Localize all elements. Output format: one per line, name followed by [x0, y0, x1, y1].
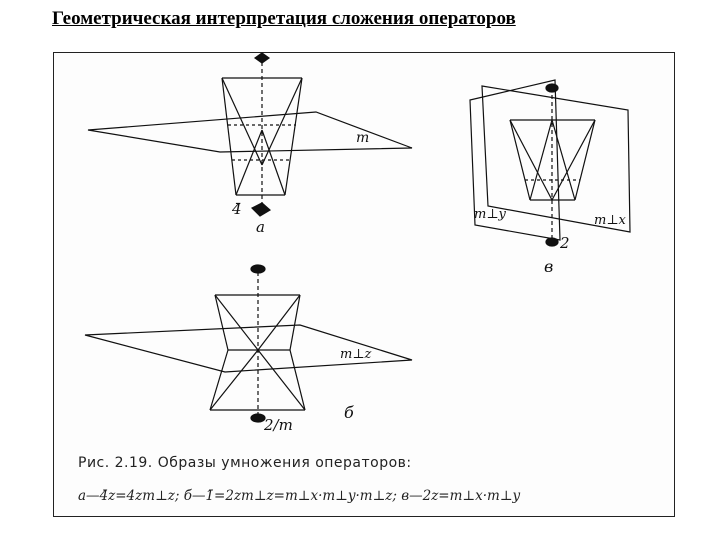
- label-b-axis: 2/m: [263, 416, 293, 434]
- label-a-letter: a: [256, 218, 265, 236]
- label-c-axis: 2: [559, 234, 570, 252]
- figure-formula: a—4̄z=4zm⊥z; б—1̄=2zm⊥z=m⊥x·m⊥y·m⊥z; в—2…: [78, 488, 521, 504]
- label-c-plane-right: m⊥x: [594, 213, 627, 228]
- label-a-axis: 4̄: [231, 200, 242, 218]
- label-b-plane: m⊥z: [340, 347, 372, 362]
- figure-c: [469, 79, 631, 247]
- label-c-plane-left: m⊥y: [474, 207, 507, 222]
- plane-my: [469, 79, 561, 241]
- label-b-letter: б: [344, 403, 354, 422]
- figure-a: [87, 52, 413, 217]
- plane-mx: [481, 85, 631, 233]
- page-title: Геометрическая интерпретация сложения оп…: [52, 8, 516, 29]
- figure-frame: [53, 52, 675, 517]
- plane-mz: [84, 324, 413, 373]
- label-a-plane: m: [356, 130, 369, 146]
- figure-caption: Рис. 2.19. Образы умножения операторов:: [78, 455, 412, 471]
- figure-b: [84, 264, 413, 423]
- label-c-letter: в: [544, 257, 553, 276]
